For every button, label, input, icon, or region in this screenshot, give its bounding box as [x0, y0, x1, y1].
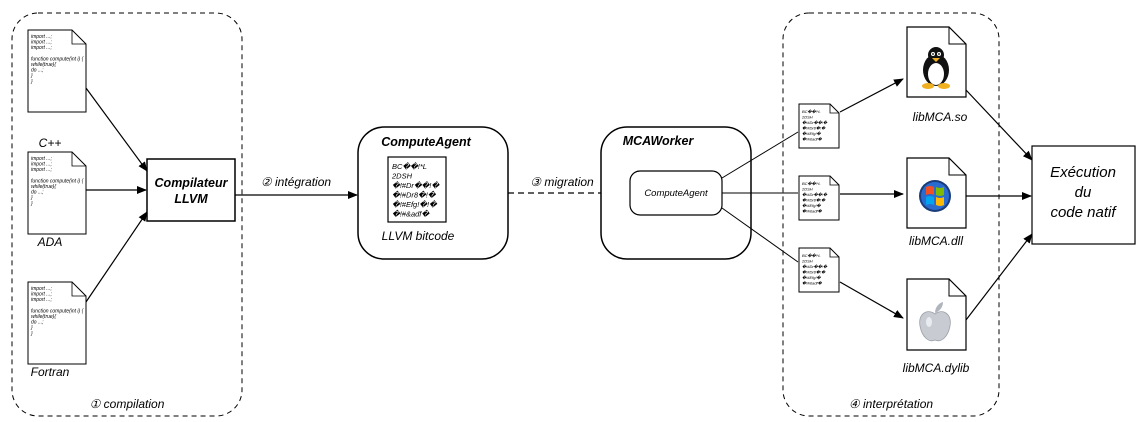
- bitcode-mini-line: �!#Efg!�: [802, 275, 822, 280]
- library-so-label: libMCA.so: [913, 110, 968, 124]
- mca-worker-title: MCAWorker: [623, 134, 695, 148]
- source-code-line: import ...;: [31, 286, 52, 292]
- compute-agent-title: ComputeAgent: [381, 135, 471, 149]
- source-code-line: do ...;: [31, 320, 44, 326]
- source-code-line: while(true){: [31, 314, 57, 320]
- bitcode-document-2: BC��!*L2DSH�!#Dr��!��!#Dr8�!��!#Efg!��!#…: [798, 175, 840, 221]
- source-code-line: import ...;: [31, 167, 52, 173]
- bitcode-mini-line: BC��!*L: [802, 181, 821, 186]
- bitcode-document-3: BC��!*L2DSH�!#Dr��!��!#Dr8�!��!#Efg!��!#…: [798, 247, 840, 293]
- bitcode-line: BC��!*L: [392, 162, 427, 171]
- library-dll: libMCA.dll: [906, 157, 967, 248]
- source-code-line: function compute(int i) {: [31, 178, 85, 184]
- arrow-bitcode-to-so: [839, 78, 904, 113]
- source-code-line: import ...;: [31, 297, 52, 303]
- bitcode-line: �!#Efg!�!�: [392, 200, 438, 209]
- source-code-line: }: [30, 331, 33, 337]
- compiler-box: [146, 158, 236, 222]
- bitcode-mini-line: 2DSH: [801, 187, 813, 192]
- source-code-line: import ...;: [31, 292, 52, 298]
- bitcode-caption: LLVM bitcode: [382, 229, 455, 243]
- bitcode-mini-line: �!#Efg!�: [802, 203, 822, 208]
- bitcode-mini-line: �!#&adf�: [802, 209, 823, 214]
- arrow-worker-to-bitcode-3: [721, 207, 799, 263]
- bitcode-document: [387, 156, 447, 223]
- arrow-worker-to-bitcode-1: [721, 131, 799, 179]
- source-code-line: do ...;: [31, 190, 44, 196]
- bitcode-line: �!#&adf�: [392, 210, 430, 219]
- source-code-line: }: [30, 79, 33, 85]
- integration-step-label: ② intégration: [261, 175, 331, 189]
- bitcode-mini-line: �!#Dr8�!�: [802, 126, 826, 131]
- bitcode-mini-line: �!#Dr��!�: [802, 192, 828, 197]
- compiler-label-line1: Compilateur: [155, 176, 229, 190]
- bitcode-mini-line: �!#&adf�: [802, 281, 823, 286]
- source-code-line: import ...;: [31, 45, 52, 51]
- source-code-line: while(true){: [31, 62, 57, 68]
- execution-label-line2: du: [1075, 184, 1092, 201]
- arrow-dylib-to-execution: [965, 233, 1033, 321]
- source-code-line: function compute(int i) {: [31, 56, 85, 62]
- bitcode-mini-line: 2DSH: [801, 115, 813, 120]
- arrow-bitcode-to-dylib: [839, 281, 904, 319]
- bitcode-document-1: BC��!*L2DSH�!#Dr��!��!#Dr8�!��!#Efg!��!#…: [798, 103, 840, 149]
- bitcode-mini-line: BC��!*L: [802, 109, 821, 114]
- bitcode-mini-line: �!#Dr��!�: [802, 120, 828, 125]
- bitcode-mini-line: 2DSH: [801, 259, 813, 264]
- source-code-line: }: [30, 195, 33, 201]
- source-code-line: function compute(int i) {: [31, 308, 85, 314]
- source-document-fortran: import ...;import ...;import ...;functio…: [27, 281, 87, 365]
- bitcode-mini-line: �!#Dr8�!�: [802, 198, 826, 203]
- source-code-line: import ...;: [31, 162, 52, 168]
- bitcode-mini-line: �!#&adf�: [802, 137, 823, 142]
- source-code-line: import ...;: [31, 40, 52, 46]
- language-label-ada: ADA: [37, 235, 63, 249]
- execution-label-line3: code natif: [1050, 204, 1117, 221]
- source-code-line: }: [30, 325, 33, 331]
- execution-label-line1: Exécution: [1050, 164, 1116, 181]
- source-documents: import ...;import ...;import ...;functio…: [27, 29, 87, 365]
- source-code-line: while(true){: [31, 184, 57, 190]
- bitcode-line: 2DSH: [391, 172, 413, 181]
- source-document-ada: import ...;import ...;import ...;functio…: [27, 151, 87, 235]
- bitcode-text: BC��!*L2DSH�!#Dr��!��!#Dr8�!��!#Efg!�!��…: [391, 162, 440, 219]
- linux-tux-icon: [922, 47, 950, 89]
- source-document-cpp: import ...;import ...;import ...;functio…: [27, 29, 87, 113]
- library-dylib: libMCA.dylib: [903, 278, 970, 375]
- worker-compute-agent-label: ComputeAgent: [644, 188, 708, 199]
- bitcode-mini-line: �!#Dr8�!�: [802, 270, 826, 275]
- source-code-line: import ...;: [31, 34, 52, 40]
- source-code-line: }: [30, 201, 33, 207]
- bitcode-mini-line: �!#Efg!�: [802, 131, 822, 136]
- language-label-cpp: C++: [39, 136, 62, 150]
- source-code-line: do ...;: [31, 68, 44, 74]
- bitcode-line: �!#Dr��!�: [392, 181, 440, 190]
- execution-box: [1031, 145, 1136, 245]
- bitcode-documents: BC��!*L2DSH�!#Dr��!��!#Dr8�!��!#Efg!��!#…: [798, 103, 840, 293]
- bitcode-mini-line: �!#Dr��!�: [802, 264, 828, 269]
- migration-step-label: ③ migration: [530, 175, 594, 189]
- library-so: libMCA.so: [906, 26, 968, 124]
- language-label-fortran: Fortran: [31, 365, 70, 379]
- windows-logo-icon: [919, 180, 951, 212]
- apple-logo-icon: [919, 302, 951, 342]
- library-dll-label: libMCA.dll: [909, 234, 963, 248]
- arrow-cpp-to-compiler: [85, 87, 148, 172]
- arrow-fortran-to-compiler: [85, 211, 148, 303]
- interpretation-step-label: ④ interprétation: [849, 397, 933, 411]
- compiler-label-line2: LLVM: [174, 192, 208, 206]
- source-code-line: import ...;: [31, 156, 52, 162]
- compilation-step-label: ① compilation: [90, 397, 165, 411]
- interpretation-group: [782, 12, 1000, 417]
- library-dylib-label: libMCA.dylib: [903, 361, 970, 375]
- arrow-so-to-execution: [965, 89, 1033, 161]
- bitcode-line: �!#Dr8�!�: [392, 191, 437, 200]
- source-code-line: }: [30, 73, 33, 79]
- bitcode-mini-line: BC��!*L: [802, 253, 821, 258]
